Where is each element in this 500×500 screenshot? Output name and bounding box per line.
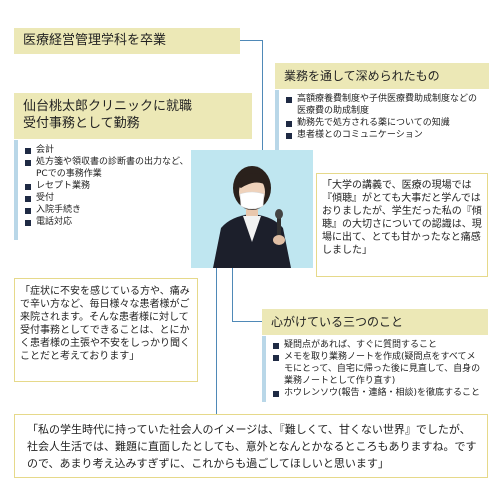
learned-stripe	[275, 90, 279, 150]
quote-university: 「大学の講義で、医療の現場では『傾聴』がとても大事だと学んではおりましたが、学生…	[316, 173, 488, 277]
graduate-box: 医療経営管理学科を卒業	[14, 28, 240, 54]
quote-patients: 「症状に不安を感じている方や、痛みで辛い方など、毎日様々な患者様がご来院されます…	[14, 278, 198, 382]
job-item-6: 電話対応	[24, 216, 200, 228]
graduate-text: 医療経営管理学科を卒業	[23, 33, 167, 48]
learned-list-area: 高額療養費制度や子供医療費助成制度などの医療費の助成制度 勤務先で処方される薬に…	[275, 90, 489, 150]
job-item-2: 処方箋や領収書の診断書の出力など、PCでの事務作業	[24, 156, 200, 180]
three-item-2: メモを取り業務ノートを作成(疑問点をすべてメモにとって、自宅に帰った後に見直して…	[272, 351, 484, 387]
learned-item-3: 患者様とのコミュニケーション	[285, 129, 485, 141]
connector-three-v	[232, 268, 233, 322]
connector-bottom-v	[216, 268, 217, 414]
learned-item-1: 高額療養費制度や子供医療費助成制度などの医療費の助成制度	[285, 93, 485, 117]
quote-bottom-text: 「私の学生時代に持っていた社会人のイメージは、『難しくて、甘くない世界』でしたが…	[27, 423, 477, 470]
learned-list: 高額療養費制度や子供医療費助成制度などの医療費の助成制度 勤務先で処方される薬に…	[285, 93, 485, 141]
three-item-1: 疑問点があれば、すぐに質問すること	[272, 339, 484, 351]
three-item-3: ホウレンソウ(報告・連絡・相談)を徹底すること	[272, 387, 484, 399]
staff-photo	[191, 150, 313, 268]
three-things-list: 疑問点があれば、すぐに質問すること メモを取り業務ノートを作成(疑問点をすべてメ…	[272, 339, 484, 399]
three-things-title: 心がけている三つのこと	[271, 315, 404, 329]
job-item-4: 受付	[24, 192, 200, 204]
learned-item-2: 勤務先で処方される薬についての知識	[285, 117, 485, 129]
job-item-1: 会計	[24, 144, 200, 156]
job-item-3: レセプト業務	[24, 180, 200, 192]
quote-bottom: 「私の学生時代に持っていた社会人のイメージは、『難しくて、甘くない世界』でしたが…	[14, 414, 488, 478]
job-box: 仙台桃太郎クリニックに就職 受付事務として勤務	[14, 93, 252, 139]
three-things-list-area: 疑問点があれば、すぐに質問すること メモを取り業務ノートを作成(疑問点をすべてメ…	[262, 336, 488, 402]
quote-university-text: 「大学の講義で、医療の現場では『傾聴』がとても大事だと学んではおりましたが、学生…	[322, 180, 482, 256]
job-item-5: 入院手続き	[24, 204, 200, 216]
connector-three-h	[232, 321, 262, 322]
job-title-line2: 受付事務として勤務	[23, 116, 140, 131]
learned-box: 業務を通して深められたもの	[275, 63, 489, 89]
job-list: 会計 処方箋や領収書の診断書の出力など、PCでの事務作業 レセプト業務 受付 入…	[24, 144, 200, 228]
staff-photo-image	[191, 150, 313, 268]
three-things-box: 心がけている三つのこと	[262, 309, 488, 335]
job-title-line1: 仙台桃太郎クリニックに就職	[23, 99, 193, 114]
connector-graduate-horizontal	[238, 40, 263, 41]
connector-graduate-vertical	[262, 40, 263, 152]
learned-title: 業務を通して深められたもの	[284, 69, 440, 83]
three-things-stripe	[262, 336, 266, 402]
job-stripe	[14, 140, 18, 240]
quote-patients-text: 「症状に不安を感じている方や、痛みで辛い方など、毎日様々な患者様がご来院されます…	[20, 286, 190, 362]
